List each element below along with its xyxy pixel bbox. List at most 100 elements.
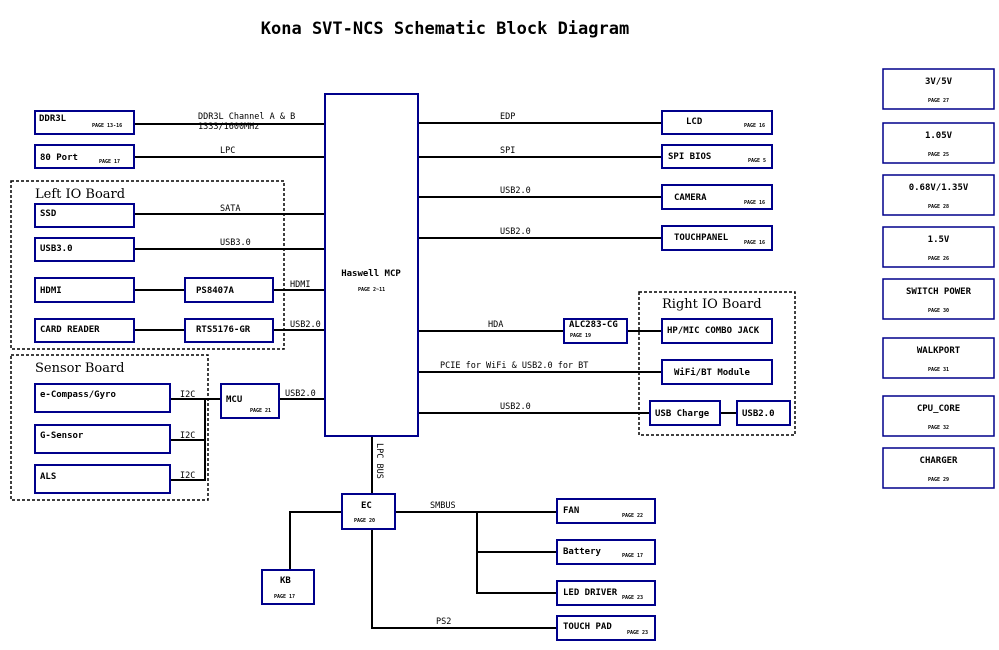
alc283-block[interactable] xyxy=(563,318,628,344)
lcd-page: PAGE 16 xyxy=(744,123,765,129)
cardreader-block[interactable] xyxy=(34,318,135,343)
signal-lpc-bus: LPC BUS xyxy=(374,443,384,479)
power-block-1[interactable] xyxy=(882,122,995,164)
ps8407a-block[interactable] xyxy=(184,277,274,303)
power-block-page: PAGE 29 xyxy=(928,477,949,483)
signal-usb30: USB3.0 xyxy=(220,238,251,248)
ecompass-label: e-Compass/Gyro xyxy=(40,390,116,400)
cpu-page: PAGE 2~11 xyxy=(358,287,385,293)
power-block-7[interactable] xyxy=(882,447,995,489)
ddr3l-block[interactable] xyxy=(34,110,135,135)
signal-i2c-3: I2C xyxy=(180,471,195,481)
signal-edp: EDP xyxy=(500,112,515,122)
power-block-label: 3V/5V xyxy=(925,77,953,87)
kb-label: KB xyxy=(280,576,291,586)
touchpanel-block[interactable] xyxy=(661,225,773,251)
signal-lpc: LPC xyxy=(220,146,235,156)
hpmic-label: HP/MIC COMBO JACK xyxy=(667,326,760,336)
leddriver-label: LED DRIVER xyxy=(563,588,618,598)
ssd-block[interactable] xyxy=(34,203,135,228)
ec-label: EC xyxy=(361,501,372,511)
power-block-page: PAGE 25 xyxy=(928,152,949,158)
sensor-board-group xyxy=(10,354,209,501)
cpu-block[interactable] xyxy=(324,93,419,437)
camera-page: PAGE 16 xyxy=(744,200,765,206)
power-block-2[interactable] xyxy=(882,174,995,216)
power-block-label: 0.68V/1.35V xyxy=(909,183,969,193)
spibios-label: SPI BIOS xyxy=(668,152,711,162)
leddriver-block[interactable] xyxy=(556,580,656,606)
rts5176-block[interactable] xyxy=(184,318,274,343)
power-block-label: 1.5V xyxy=(928,235,950,245)
touchpad-page: PAGE 23 xyxy=(627,630,648,636)
power-block-label: CHARGER xyxy=(920,456,959,466)
usb20r-block[interactable] xyxy=(736,400,791,426)
signal-sata: SATA xyxy=(220,204,240,214)
wire-smbus-led xyxy=(476,552,557,594)
ps8407a-label: PS8407A xyxy=(196,286,235,296)
ddr3l-label: DDR3L xyxy=(39,114,67,124)
power-block-5[interactable] xyxy=(882,337,995,379)
als-block[interactable] xyxy=(34,464,171,494)
gsensor-block[interactable] xyxy=(34,424,171,454)
rts5176-label: RTS5176-GR xyxy=(196,325,251,335)
usb30-block[interactable] xyxy=(34,237,135,262)
ddr3l-page: PAGE 13-16 xyxy=(92,123,122,129)
hdmi-label: HDMI xyxy=(40,286,62,296)
signal-smbus: SMBUS xyxy=(430,501,456,511)
fan-label: FAN xyxy=(563,506,579,516)
power-block-6[interactable] xyxy=(882,395,995,437)
touchpanel-label: TOUCHPANEL xyxy=(674,233,729,243)
signal-hdmi: HDMI xyxy=(290,280,310,290)
signal-usb20-mcu: USB2.0 xyxy=(285,389,316,399)
mcu-label: MCU xyxy=(226,395,242,405)
usbcharge-block[interactable] xyxy=(649,400,721,426)
mcu-page: PAGE 21 xyxy=(250,408,271,414)
lcd-block[interactable] xyxy=(661,110,773,135)
camera-block[interactable] xyxy=(661,184,773,210)
power-block-3[interactable] xyxy=(882,226,995,268)
wire-smbus-battery xyxy=(476,512,557,553)
right-io-board-group xyxy=(638,291,796,436)
ecompass-block[interactable] xyxy=(34,383,171,413)
signal-usb20-touch: USB2.0 xyxy=(500,227,531,237)
power-block-4[interactable] xyxy=(882,278,995,320)
battery-page: PAGE 17 xyxy=(622,553,643,559)
spibios-block[interactable] xyxy=(661,144,773,169)
signal-ddr-channel: DDR3L Channel A & B xyxy=(198,112,295,122)
touchpad-label: TOUCH PAD xyxy=(563,622,612,632)
right-io-board-label: Right IO Board xyxy=(662,297,762,312)
port80-block[interactable] xyxy=(34,144,135,169)
power-block-0[interactable] xyxy=(882,68,995,110)
signal-pcie: PCIE for WiFi & USB2.0 for BT xyxy=(440,361,588,371)
touchpad-block[interactable] xyxy=(556,615,656,641)
kb-block[interactable] xyxy=(261,569,315,605)
leddriver-page: PAGE 23 xyxy=(622,595,643,601)
ec-page: PAGE 20 xyxy=(354,518,375,524)
ec-block[interactable] xyxy=(341,493,396,530)
port80-label: 80 Port xyxy=(40,153,78,163)
signal-usb20-charge: USB2.0 xyxy=(500,402,531,412)
als-label: ALS xyxy=(40,472,56,482)
fan-block[interactable] xyxy=(556,498,656,524)
signal-hda: HDA xyxy=(488,320,503,330)
wire-ps2 xyxy=(371,529,557,629)
port80-page: PAGE 17 xyxy=(99,159,120,165)
left-io-board-label: Left IO Board xyxy=(35,187,125,202)
kb-page: PAGE 17 xyxy=(274,594,295,600)
hpmic-block[interactable] xyxy=(661,318,773,344)
hdmi-block[interactable] xyxy=(34,277,135,303)
sensor-board-label: Sensor Board xyxy=(35,361,124,376)
cpu-label: Haswell MCP xyxy=(341,269,401,279)
camera-label: CAMERA xyxy=(674,193,707,203)
mcu-block[interactable] xyxy=(220,383,280,419)
gsensor-label: G-Sensor xyxy=(40,431,84,441)
power-block-label: CPU_CORE xyxy=(917,404,960,414)
wifibt-block[interactable] xyxy=(661,359,773,385)
wifibt-label: WiFi/BT Module xyxy=(674,367,750,378)
battery-block[interactable] xyxy=(556,539,656,565)
fan-page: PAGE 22 xyxy=(622,513,643,519)
